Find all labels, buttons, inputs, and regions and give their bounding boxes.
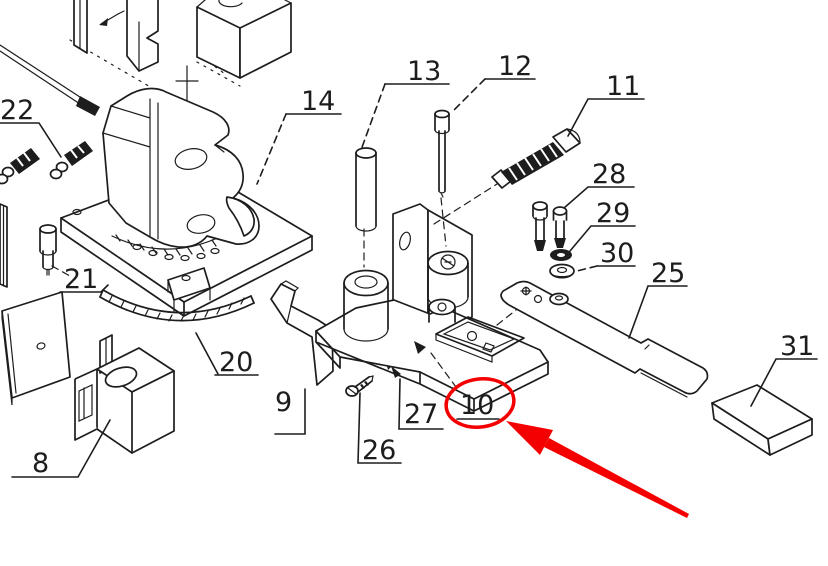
callout-22-label: 22 [0, 95, 34, 126]
callout-11-label: 11 [606, 71, 640, 102]
callout-14-label: 14 [301, 86, 335, 117]
red-arrow-head [506, 421, 553, 455]
callout-13-label: 13 [407, 56, 441, 87]
part-29-star-washer [550, 249, 572, 261]
part-28-screws [532, 201, 568, 251]
part-30-washer [549, 263, 575, 279]
red-ellipse [444, 377, 516, 429]
part-21-pin [39, 224, 71, 277]
part-11-spring [491, 128, 581, 189]
part-10-bracket [315, 183, 549, 412]
part-8-block [74, 334, 175, 454]
part-26-screw [345, 375, 374, 397]
part-12-pin [434, 109, 450, 198]
callout-31-label: 31 [780, 331, 814, 362]
callout-12-label: 12 [498, 51, 532, 82]
callout-26-label: 26 [362, 435, 396, 466]
part-22-screws [0, 44, 100, 185]
callout-27-label: 27 [404, 399, 438, 430]
callout-25-label: 25 [651, 258, 685, 289]
part-left-plate [0, 203, 71, 406]
red-annotation [444, 377, 689, 518]
part-top-cube [196, 0, 292, 79]
callout-28-label: 28 [592, 159, 626, 190]
part-14-casting [102, 87, 260, 248]
callout-8-label: 8 [32, 448, 49, 479]
callout-9-label: 9 [275, 387, 292, 418]
part-25-bar [500, 280, 709, 398]
part-31-block [711, 384, 813, 456]
red-arrow-tail [544, 438, 689, 518]
callout-20-label: 20 [219, 347, 253, 378]
callouts: 22 14 13 12 11 28 29 30 25 31 21 20 8 9 … [0, 51, 818, 479]
part-20-arc [99, 289, 255, 322]
part-13-rod [355, 147, 377, 232]
callout-30-label: 30 [600, 238, 634, 269]
callout-29-label: 29 [596, 198, 630, 229]
callout-21-label: 21 [64, 264, 98, 295]
callout-10-label: 10 [460, 390, 494, 421]
part-top-left-clamp [73, 0, 159, 72]
